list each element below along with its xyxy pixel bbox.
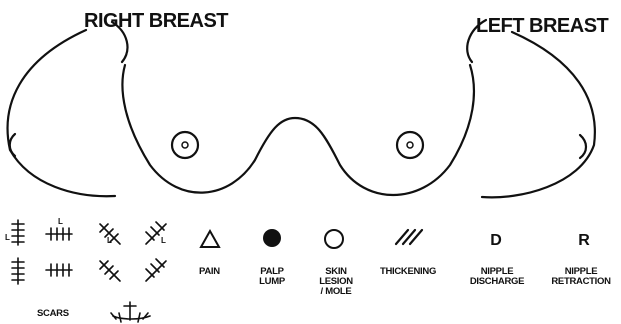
discharge-symbol: D [490, 232, 502, 249]
nipple-retraction-legend: R NIPPLE RETRACTION [551, 232, 611, 287]
scar-letter: L [5, 233, 10, 242]
scar-diagonal-down-l: L [100, 224, 120, 245]
scar-curved-incision [111, 302, 150, 322]
scar-letter: L [107, 236, 112, 245]
scar-horizontal [46, 264, 72, 276]
scar-vertical [12, 258, 24, 284]
retraction-symbol: R [578, 232, 590, 249]
scar-diagonal-down [100, 261, 120, 281]
right-breast-title: RIGHT BREAST [84, 10, 228, 32]
pain-legend: PAIN [199, 231, 220, 277]
nipple-retraction-label-line2: RETRACTION [551, 276, 611, 287]
palp-lump-label-line2: LUMP [259, 276, 286, 287]
left-nipple [397, 132, 423, 158]
scar-vertical-l: L [5, 220, 24, 245]
scar-symbols: L L L L [5, 217, 166, 322]
skin-lesion-label-line3: / MOLE [321, 286, 352, 297]
left-breast-title: LEFT BREAST [476, 15, 609, 37]
thickening-label: THICKENING [380, 266, 436, 277]
front-view-outline [122, 65, 474, 195]
nipple-discharge-legend: D NIPPLE DISCHARGE [470, 232, 524, 287]
filled-circle-icon [263, 229, 281, 247]
scar-diagonal-up [146, 259, 166, 281]
skin-lesion-legend: SKIN LESION / MOLE [319, 230, 353, 297]
palp-lump-legend: PALP LUMP [259, 229, 286, 287]
pain-label: PAIN [199, 266, 220, 277]
open-circle-icon [325, 230, 343, 248]
pain-triangle-icon [201, 231, 219, 247]
right-breast-side-view [8, 22, 128, 196]
left-breast-side-view [467, 20, 595, 197]
nipple-discharge-label-line2: DISCHARGE [470, 276, 524, 287]
scars-label: SCARS [37, 308, 69, 319]
scar-diagonal-up-l: L [146, 222, 166, 245]
scar-letter: L [58, 217, 63, 226]
hatch-lines-icon [396, 230, 422, 244]
right-nipple [172, 132, 198, 158]
scar-horizontal-l: L [46, 217, 72, 240]
thickening-legend: THICKENING [380, 230, 436, 277]
scar-letter: L [161, 236, 166, 245]
